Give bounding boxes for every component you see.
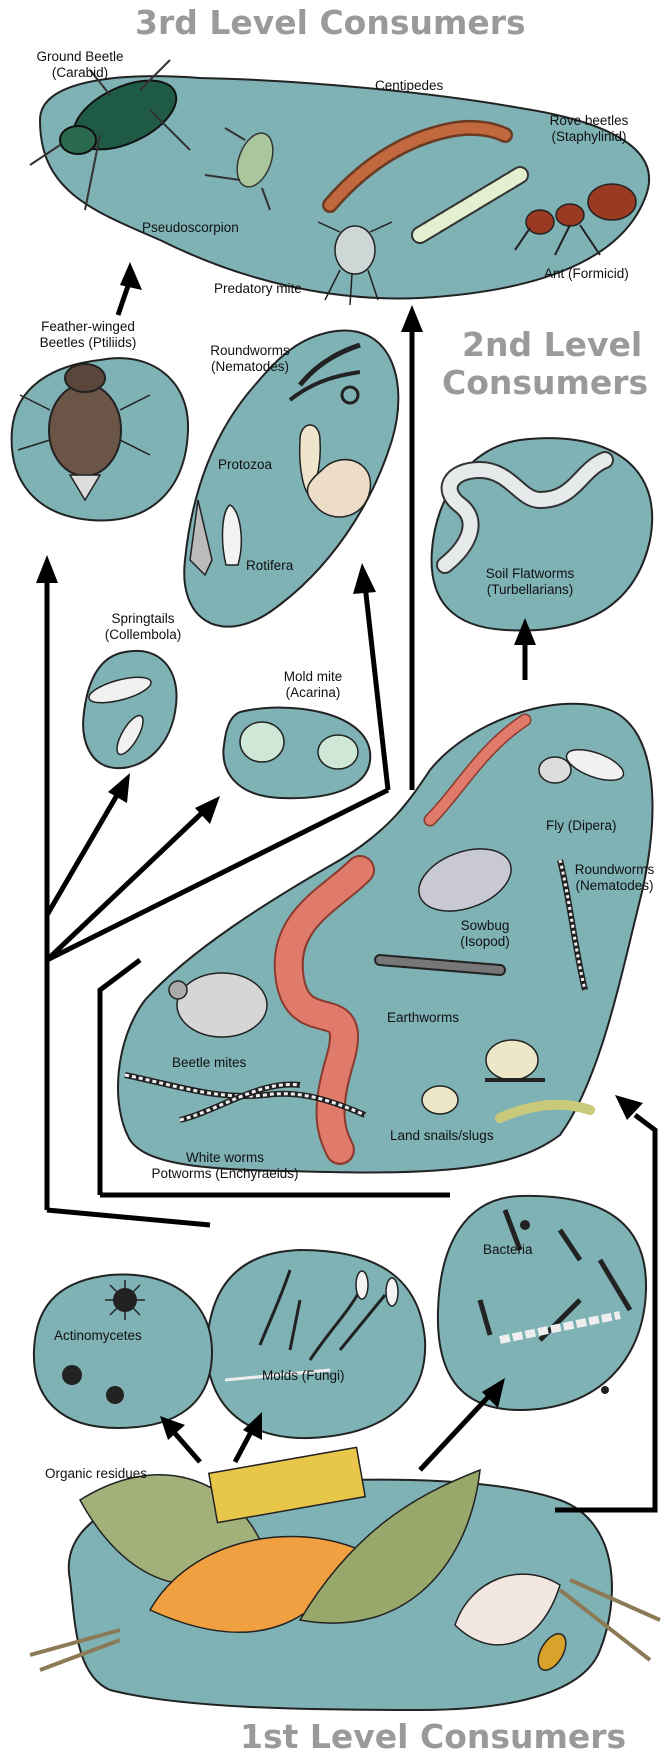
label-rove-beetles-line2: (Staphylinid) <box>534 129 644 145</box>
label-rove-beetles-line1: Rove beetles <box>534 113 644 129</box>
third-level-heading: 3rd Level Consumers <box>135 6 526 39</box>
label-land-snails: Land snails/slugs <box>390 1128 494 1144</box>
label-sowbug: Sowbug (Isopod) <box>445 918 525 950</box>
label-organic-residues: Organic residues <box>45 1466 147 1482</box>
label-rove-beetles: Rove beetles (Staphylinid) <box>534 113 644 145</box>
label-predatory-mite: Predatory mite <box>214 281 302 297</box>
label-flatworms-line1: Soil Flatworms <box>475 566 585 582</box>
label-rotifera: Rotifera <box>246 558 293 574</box>
label-bacteria: Bacteria <box>483 1242 533 1258</box>
label-molds: Molds (Fungi) <box>262 1368 345 1384</box>
bacteria-blob <box>438 1196 646 1410</box>
label-roundworms-top: Roundworms (Nematodes) <box>195 343 305 375</box>
label-roundworms-mid-line1: Roundworms <box>562 862 667 878</box>
springtail-blob <box>83 651 176 768</box>
label-roundworms-mid-line2: (Nematodes) <box>562 878 667 894</box>
label-white-worms-line1: White worms <box>115 1150 335 1166</box>
label-soil-flatworms: Soil Flatworms (Turbellarians) <box>475 566 585 598</box>
label-roundworms-top-line2: (Nematodes) <box>195 359 305 375</box>
first-level-heading: 1st Level Consumers <box>240 1720 626 1753</box>
second-level-heading-line1: 2nd Level <box>462 328 642 361</box>
label-feather-winged-beetles: Feather-winged Beetles (Ptiliids) <box>18 319 158 351</box>
label-feather-line1: Feather-winged <box>18 319 158 335</box>
label-sowbug-line1: Sowbug <box>445 918 525 934</box>
label-white-worms-line2: Potworms (Enchyraeids) <box>115 1166 335 1182</box>
label-roundworms-top-line1: Roundworms <box>195 343 305 359</box>
label-flatworms-line2: (Turbellarians) <box>475 582 585 598</box>
label-actinomycetes: Actinomycetes <box>54 1328 142 1344</box>
label-pseudoscorpion: Pseudoscorpion <box>142 220 239 236</box>
label-beetle-mites: Beetle mites <box>172 1055 246 1071</box>
label-ground-beetle: Ground Beetle (Carabid) <box>25 49 135 81</box>
second-level-heading-line2: Consumers <box>442 366 648 399</box>
label-feather-line2: Beetles (Ptiliids) <box>18 335 158 351</box>
label-centipedes: Centipedes <box>375 78 443 94</box>
label-earthworms: Earthworms <box>387 1010 459 1026</box>
label-springtails: Springtails (Collembola) <box>88 611 198 643</box>
label-ground-beetle-line1: Ground Beetle <box>25 49 135 65</box>
label-ground-beetle-line2: (Carabid) <box>25 65 135 81</box>
label-fly: Fly (Dipera) <box>546 818 617 834</box>
label-white-worms: White worms Potworms (Enchyraeids) <box>115 1150 335 1182</box>
label-mold-mite-line2: (Acarina) <box>258 685 368 701</box>
label-ant: Ant (Formicid) <box>544 266 629 282</box>
label-springtails-line1: Springtails <box>88 611 198 627</box>
label-sowbug-line2: (Isopod) <box>445 934 525 950</box>
label-protozoa: Protozoa <box>218 457 272 473</box>
label-springtails-line2: (Collembola) <box>88 627 198 643</box>
label-mold-mite-line1: Mold mite <box>258 669 368 685</box>
label-roundworms-mid: Roundworms (Nematodes) <box>562 862 667 894</box>
label-mold-mite: Mold mite (Acarina) <box>258 669 368 701</box>
